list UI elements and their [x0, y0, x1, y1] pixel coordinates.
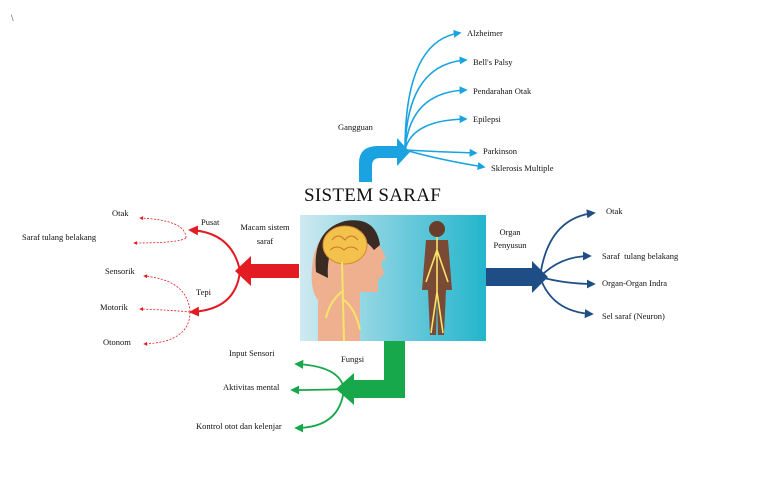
stray-mark: \: [11, 13, 14, 23]
gangguan-item-2: Bell's Palsy: [473, 57, 513, 67]
fungsi-label: Fungsi: [341, 354, 365, 364]
gangguan-line-4: [404, 115, 468, 151]
organ-label-line1: Organ: [499, 227, 521, 237]
gangguan-item-3: Pendarahan Otak: [473, 86, 532, 96]
center-illustration: [300, 215, 486, 342]
gangguan-line-5: [404, 148, 478, 157]
fungsi-item-1: Input Sensori: [229, 348, 275, 358]
organ-label-line2: Penyusun: [493, 240, 527, 250]
macam-label-line1: Macam sistem: [240, 222, 290, 232]
organ-line-1: [539, 209, 596, 278]
organ-line-2: [539, 251, 592, 278]
organ-item-3: Organ-Organ Indra: [602, 278, 668, 288]
gangguan-item-6: Sklerosis Multiple: [491, 163, 554, 173]
gangguan-item-4: Epilepsi: [473, 114, 501, 124]
gangguan-label: Gangguan: [338, 122, 373, 132]
pusat-item-otak: Otak: [112, 208, 129, 218]
pusat-line-otak: [139, 216, 187, 239]
organ-item-1: Otak: [606, 206, 623, 216]
fungsi-line-3: [294, 388, 345, 433]
tepi-item-motorik: Motorik: [100, 302, 128, 312]
organ-branch: [486, 209, 596, 319]
fungsi-item-3: Kontrol otot dan kelenjar: [196, 421, 282, 431]
pusat-item-saraf: Saraf tulang belakang: [22, 232, 97, 242]
gangguan-item-5: Parkinson: [483, 146, 517, 156]
macam-branch: [133, 216, 299, 346]
organ-line-4: [539, 276, 594, 319]
macam-line-pusat: [188, 225, 241, 272]
tepi-item-otonom: Otonom: [103, 337, 131, 347]
fungsi-line-2: [290, 385, 345, 395]
gangguan-branch: [359, 29, 486, 182]
tepi-item-sensorik: Sensorik: [105, 266, 135, 276]
gangguan-item-1: Alzheimer: [467, 28, 503, 38]
gangguan-line-6: [404, 149, 486, 170]
macam-label-line2: saraf: [256, 236, 274, 246]
diagram-title: SISTEM SARAF: [304, 185, 442, 206]
gangguan-line-2: [404, 56, 468, 151]
gangguan-line-3: [404, 86, 468, 151]
gangguan-line-1: [404, 29, 462, 151]
fungsi-item-2: Aktivitas mental: [223, 382, 280, 392]
tepi-line-sensorik: [143, 274, 191, 313]
pusat-line-saraf: [133, 237, 187, 245]
fungsi-branch: [290, 341, 405, 433]
tepi-line-otonom: [143, 311, 191, 346]
pusat-label: Pusat: [201, 217, 220, 227]
organ-item-4: Sel saraf (Neuron): [602, 311, 665, 321]
tepi-line-motorik: [139, 307, 191, 313]
tepi-label: Tepi: [196, 287, 211, 297]
fungsi-line-1: [294, 359, 345, 390]
organ-item-2: Saraf tulang belakang: [602, 251, 679, 261]
organ-line-3: [539, 276, 596, 289]
macam-line-tepi: [189, 270, 241, 317]
